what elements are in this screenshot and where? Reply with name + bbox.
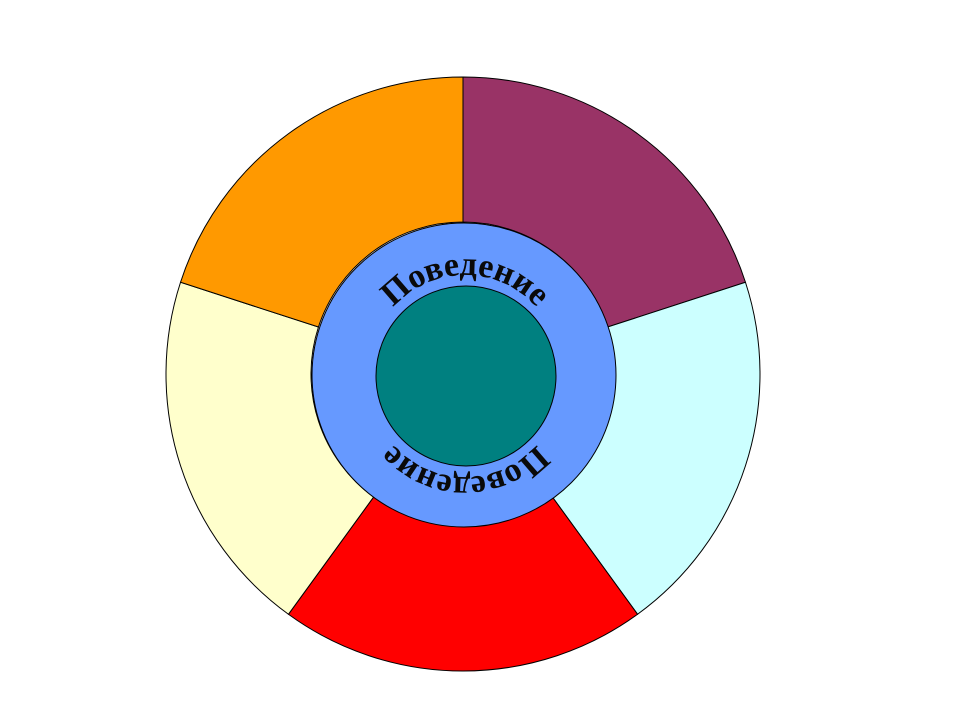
center-circle [375, 285, 557, 467]
outer-segments [165, 76, 761, 672]
segment-top-left [179, 76, 464, 328]
